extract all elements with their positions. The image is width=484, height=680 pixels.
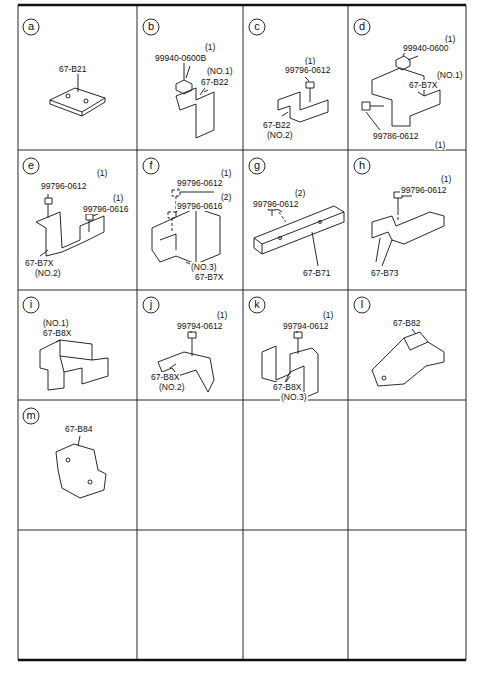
part-number: 67-B7X — [408, 80, 438, 90]
callout-number: (NO.2) — [34, 268, 62, 278]
callout-number: (NO.1) — [42, 318, 70, 328]
part-number: 99796-0612 — [400, 185, 447, 195]
part-number: 67-B84 — [64, 424, 93, 434]
callout-number: (NO.3) — [190, 262, 218, 272]
callout-number: (1) — [434, 140, 446, 150]
callout-number: (1) — [220, 168, 232, 178]
part-number: 99796-0616 — [82, 204, 129, 214]
cell-letter: b — [145, 20, 157, 32]
callout-number: (NO.1) — [436, 70, 464, 80]
cell-letter: m — [25, 409, 37, 421]
part-number: 67-B22 — [200, 77, 229, 87]
cell-letter: f — [145, 159, 157, 171]
part-number: 99786-0612 — [372, 131, 419, 141]
callout-number: (NO.1) — [206, 66, 234, 76]
callout-number: (1) — [440, 174, 452, 184]
part-number: 99940-0600 — [402, 43, 449, 53]
part-number: 67-B8X — [272, 382, 302, 392]
cell-letter: g — [251, 159, 263, 171]
callout-number: (NO.2) — [266, 130, 294, 140]
part-number: 99940-0600B — [154, 53, 207, 63]
cell-letter: c — [251, 20, 263, 32]
part-number: 99796-0612 — [284, 65, 331, 75]
cell-letter: e — [25, 159, 37, 171]
callout-number: (2) — [294, 188, 306, 198]
part-number: 67-B7X — [194, 272, 224, 282]
cell-letter: i — [25, 298, 37, 310]
callout-number: (1) — [112, 193, 124, 203]
callout-number: (NO.2) — [158, 382, 186, 392]
part-number: 67-B73 — [370, 268, 399, 278]
cell-letter: h — [356, 159, 368, 171]
part-number: 99796-0616 — [176, 201, 223, 211]
part-number: 67-B22 — [262, 120, 291, 130]
part-number: 99794-0612 — [282, 321, 329, 331]
part-number: 99796-0612 — [252, 199, 299, 209]
callout-number: (1) — [216, 310, 228, 320]
cell-letter: a — [25, 20, 37, 32]
callout-number: (1) — [96, 168, 108, 178]
callout-number: (NO.3) — [280, 392, 308, 402]
cell-letter: l — [356, 298, 368, 310]
part-number: 99794-0612 — [176, 321, 223, 331]
callout-number: (1) — [322, 310, 334, 320]
part-number: 67-B8X — [42, 328, 72, 338]
callout-number: (1) — [204, 42, 216, 52]
part-number: 67-B7X — [24, 258, 54, 268]
part-number: 67-B71 — [302, 268, 331, 278]
part-number: 99796-0612 — [176, 178, 223, 188]
part-number: 67-B82 — [392, 318, 421, 328]
cell-letter: k — [251, 298, 263, 310]
cell-letter: d — [356, 20, 368, 32]
cell-letter: j — [145, 298, 157, 310]
grid — [18, 5, 466, 660]
part-number: 99796-0612 — [40, 181, 87, 191]
letter-circles — [23, 19, 370, 424]
part-number: 67-B8X — [150, 372, 180, 382]
part-number: 67-B21 — [58, 64, 87, 74]
